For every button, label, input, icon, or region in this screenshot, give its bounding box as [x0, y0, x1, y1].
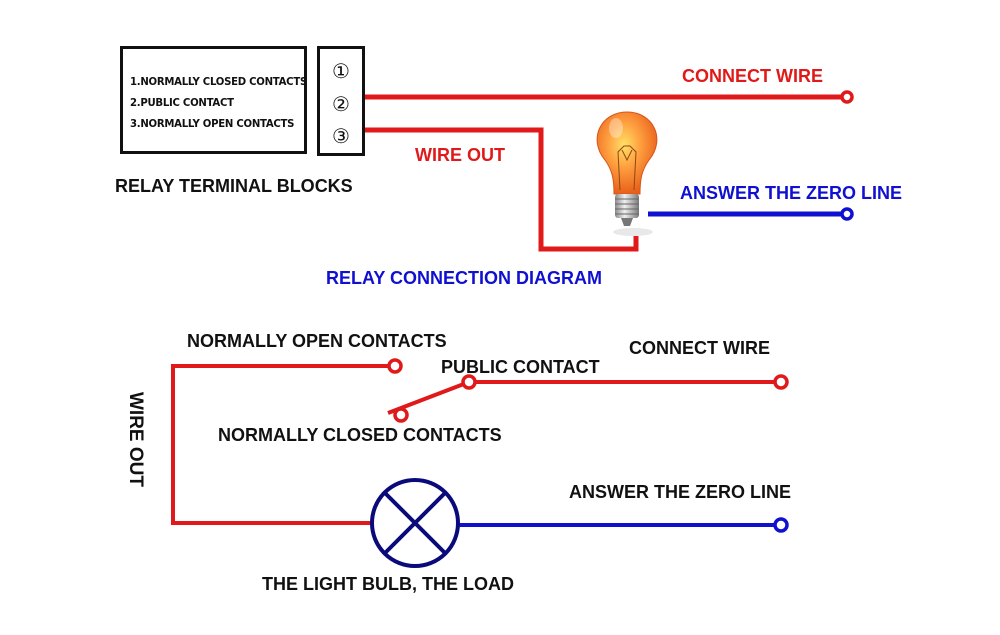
- terminal-1[interactable]: ①: [332, 59, 350, 83]
- relay-terminal-block: ① ② ③: [317, 46, 365, 156]
- bottom-wire-out: [171, 364, 388, 525]
- top-connect-terminal[interactable]: [840, 90, 854, 104]
- diagram-title: RELAY CONNECTION DIAGRAM: [326, 268, 603, 288]
- terminal-legend-box: 1.NORMALLY CLOSED CONTACTS 2.PUBLIC CONT…: [120, 46, 307, 154]
- top-zero-line-label: ANSWER THE ZERO LINE: [680, 183, 903, 203]
- bottom-zero-line-label: ANSWER THE ZERO LINE: [569, 482, 792, 502]
- public-contact-wire: [387, 380, 775, 415]
- bottom-connect-wire-label: CONNECT WIRE: [629, 338, 770, 358]
- top-connect-wire-label: CONNECT WIRE: [682, 66, 823, 86]
- bottom-zero-terminal[interactable]: [773, 517, 789, 533]
- terminal-2[interactable]: ②: [332, 92, 350, 116]
- normally-closed-terminal[interactable]: [393, 407, 409, 423]
- normally-closed-label: NORMALLY CLOSED CONTACTS: [218, 425, 502, 445]
- legend-normally-closed: 1.NORMALLY CLOSED CONTACTS: [130, 75, 307, 88]
- top-wire-out: [365, 127, 639, 252]
- terminal-3[interactable]: ③: [332, 124, 350, 148]
- top-zero-line: [648, 207, 854, 221]
- public-contact-terminal[interactable]: [461, 374, 477, 390]
- bottom-connect-terminal[interactable]: [773, 374, 789, 390]
- top-zero-terminal[interactable]: [840, 207, 854, 221]
- top-wire-out-label: WIRE OUT: [415, 145, 505, 165]
- light-bulb-icon: [596, 111, 658, 236]
- relay-terminal-blocks-caption: RELAY TERMINAL BLOCKS: [115, 176, 353, 196]
- bottom-zero-line: [458, 517, 789, 533]
- public-contact-label: PUBLIC CONTACT: [441, 357, 600, 377]
- normally-open-label: NORMALLY OPEN CONTACTS: [187, 331, 447, 351]
- bottom-wire-out-label: WIRE OUT: [125, 392, 146, 487]
- lamp-symbol-icon: [370, 478, 460, 568]
- light-bulb-load-label: THE LIGHT BULB, THE LOAD: [262, 574, 514, 594]
- top-connect-wire: [365, 90, 854, 104]
- legend-normally-open: 3.NORMALLY OPEN CONTACTS: [130, 117, 295, 130]
- legend-public-contact: 2.PUBLIC CONTACT: [130, 96, 234, 109]
- normally-open-terminal[interactable]: [387, 358, 403, 374]
